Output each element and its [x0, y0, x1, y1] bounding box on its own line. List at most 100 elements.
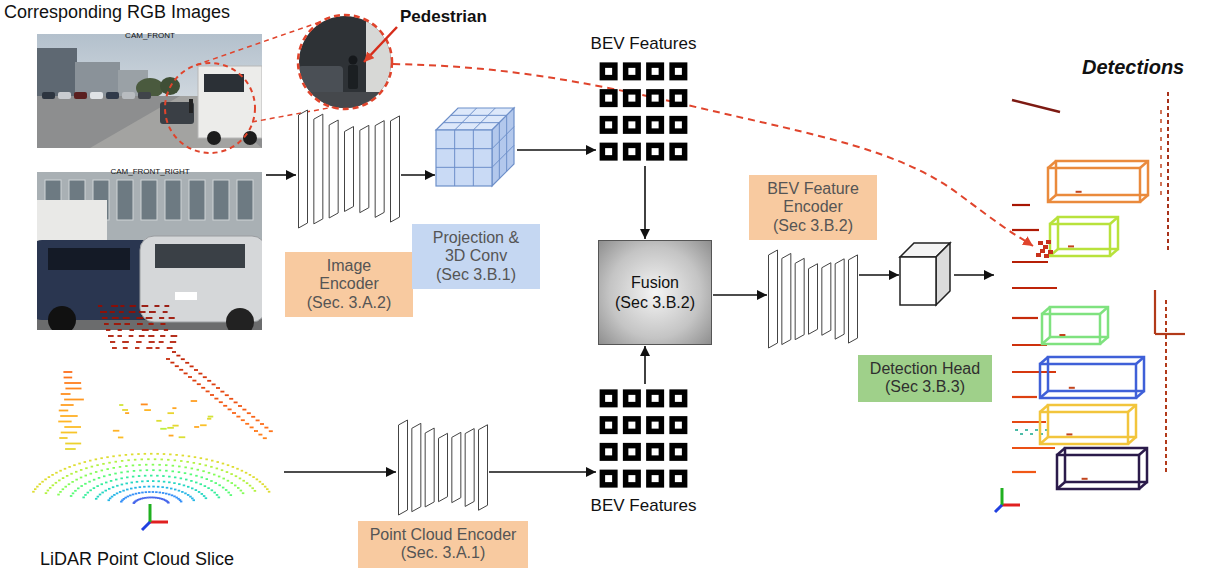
feature-cell-center: [652, 148, 659, 155]
lidar-point: [106, 329, 110, 331]
lidar-point: [145, 464, 148, 466]
lidar-point: [142, 329, 149, 331]
lidar-point: [125, 454, 128, 456]
panel-title: Detections: [1082, 56, 1184, 79]
lidar-point: [84, 483, 87, 485]
lidar-point: [236, 468, 239, 470]
lidar-point: [222, 478, 225, 480]
car-window: [48, 248, 130, 270]
parked-car: [138, 92, 151, 99]
caption-label: Corresponding RGB Images: [4, 2, 230, 23]
lidar-point: [148, 486, 151, 488]
lidar-point: [163, 453, 166, 455]
box-edge: [1110, 249, 1118, 256]
box-edge: [1139, 448, 1147, 455]
lidar-point: [245, 423, 249, 425]
bounding-box: [1040, 405, 1136, 444]
lidar-point: [155, 491, 158, 493]
cube-side: [492, 108, 514, 186]
pedestrian-points: [1038, 241, 1043, 245]
lidar-point: [113, 494, 116, 496]
feature-cell: [600, 389, 618, 407]
feature-cell-center: [675, 68, 682, 75]
bounding-box: [1042, 307, 1108, 344]
feature-cell-center: [628, 148, 635, 155]
lidar-point: [170, 488, 173, 490]
label-box: BEV Feature Encoder(Sec 3.B.2): [749, 175, 877, 240]
lidar-point: [210, 480, 213, 482]
lidar-point: [170, 341, 176, 343]
lidar-point: [47, 490, 50, 492]
lidar-return: [1167, 183, 1169, 187]
lidar-point: [59, 437, 67, 439]
lidar-point: [247, 412, 251, 414]
lidar-point: [112, 455, 115, 457]
lidar-point: [118, 329, 122, 331]
caption-label: CAM_FRONT: [125, 31, 175, 40]
feature-cell-center: [628, 422, 635, 429]
encoder-icon: [768, 250, 858, 348]
lidar-return: [1012, 317, 1038, 319]
caption-label: CAM_FRONT_RIGHT: [110, 167, 189, 176]
lidar-point: [106, 468, 109, 470]
lidar-point: [89, 460, 92, 462]
feature-cell: [646, 143, 664, 161]
lidar-return: [1165, 419, 1167, 423]
lidar-point: [159, 469, 162, 471]
heading-text: BEV Features: [591, 496, 697, 516]
lidar-point: [36, 486, 39, 488]
zoom-car: [298, 66, 343, 96]
pedestrian-points: [1036, 253, 1041, 257]
lidar-point: [193, 462, 196, 464]
lidar-point: [48, 476, 51, 478]
lidar-point: [146, 469, 149, 471]
lidar-point: [264, 486, 267, 488]
feature-cell-center: [605, 448, 612, 455]
lidar-point: [165, 464, 168, 466]
lidar-point: [144, 409, 151, 411]
lidar-return: [1167, 225, 1169, 229]
lidar-point: [139, 470, 142, 472]
lidar-point: [65, 388, 81, 390]
lidar-return: [1167, 232, 1169, 236]
lidar-return: [1012, 229, 1039, 231]
lidar-point: [103, 475, 106, 477]
bounding-box: [1040, 357, 1144, 398]
plate: [175, 292, 197, 300]
encoder-plate: [425, 428, 434, 507]
encoder-plate: [399, 420, 408, 515]
lidar-return: [1012, 100, 1060, 112]
feature-cell: [623, 143, 641, 161]
lidar-point: [200, 424, 207, 426]
encoder-plate: [299, 110, 308, 228]
lidar-point: [78, 463, 81, 465]
lidar-point: [157, 480, 160, 482]
lidar-return: [1165, 342, 1167, 346]
lidar-point: [181, 358, 185, 360]
window: [237, 180, 253, 220]
lidar-point: [153, 497, 156, 499]
lidar-point: [121, 484, 124, 486]
white-van: [198, 66, 262, 138]
lidar-point: [74, 490, 77, 492]
lidar-point: [137, 453, 140, 455]
lidar-point: [99, 494, 102, 496]
lidar-return: [1165, 328, 1167, 332]
lidar-point: [64, 468, 67, 470]
feature-cell-center: [605, 121, 612, 128]
feature-cell-center: [605, 422, 612, 429]
lidar-return: [1160, 182, 1162, 186]
lidar-point: [199, 463, 202, 465]
lidar-point: [121, 460, 124, 462]
lidar-point: [68, 466, 71, 468]
building: [37, 48, 77, 102]
lidar-point: [111, 496, 114, 498]
feature-cell-center: [605, 68, 612, 75]
lidar-point: [156, 475, 159, 477]
grid-icon: [597, 385, 690, 492]
feature-cell: [623, 389, 641, 407]
lidar-return: [1167, 92, 1169, 96]
lidar-point: [57, 494, 60, 496]
lidar-point: [66, 475, 69, 477]
